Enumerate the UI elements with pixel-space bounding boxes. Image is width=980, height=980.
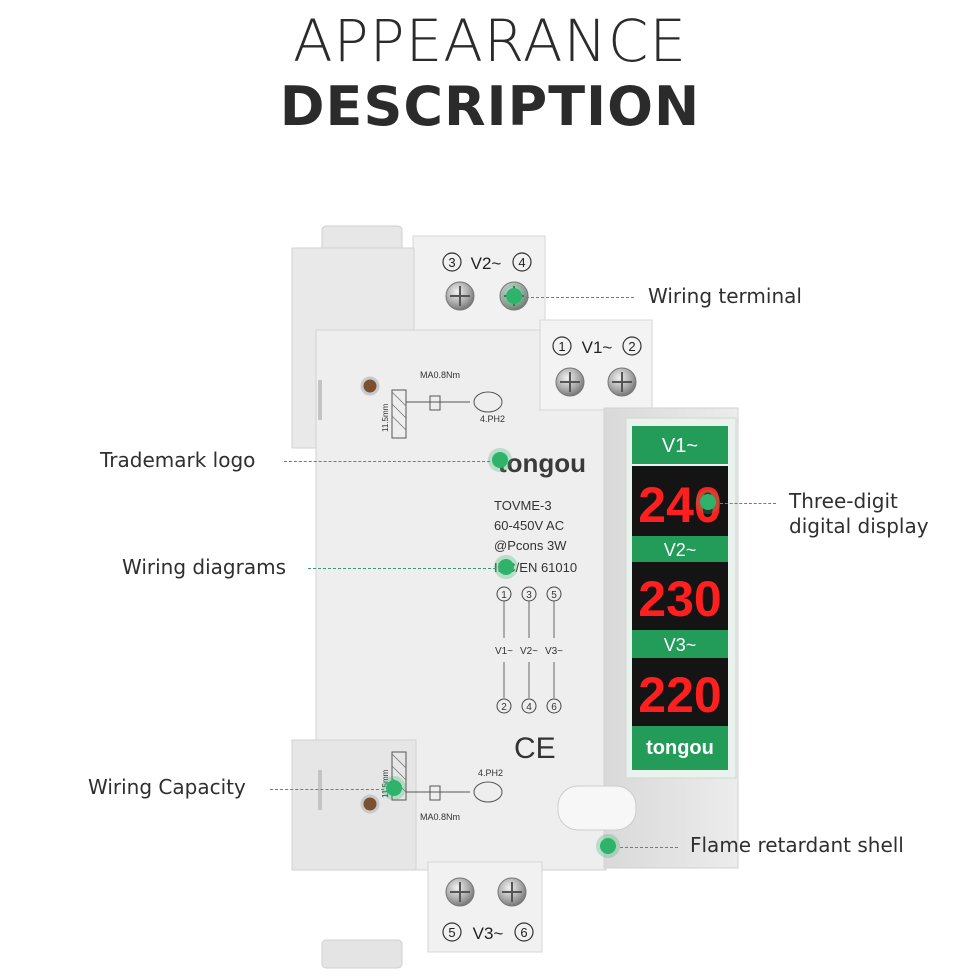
screwdriver-label-top: 4.PH2 xyxy=(480,414,505,424)
svg-text:4: 4 xyxy=(526,702,532,713)
terminal-3-number: 3 xyxy=(448,255,455,270)
callout-wiring-diagrams: Wiring diagrams xyxy=(122,555,286,579)
power-consumption: @Pcons 3W xyxy=(494,538,567,553)
terminal-v1-label: V1~ xyxy=(582,338,613,357)
channel-v2-label: V2~ xyxy=(664,540,697,560)
torque-label-bottom: MA0.8Nm xyxy=(420,812,460,822)
wiring-diagrams-marker xyxy=(498,559,514,575)
digital-display-marker xyxy=(700,494,716,510)
terminal-5-number: 5 xyxy=(448,925,455,940)
callout-wiring-capacity: Wiring Capacity xyxy=(88,775,246,799)
trademark-logo-marker xyxy=(492,452,508,468)
terminal-v2-label: V2~ xyxy=(471,254,502,273)
display-brand-logo: tongou xyxy=(646,737,714,759)
heading-appearance: APPEARANCE xyxy=(292,7,688,75)
wiring-capacity-marker xyxy=(386,780,402,796)
voltage-range: 60-450V AC xyxy=(494,518,564,533)
svg-text:5: 5 xyxy=(551,590,557,601)
svg-text:V2~: V2~ xyxy=(520,646,538,657)
trademark-logo-leader xyxy=(284,461,490,462)
channel-v3-reading: 220 xyxy=(638,667,721,723)
standard-rating: IEC/EN 61010 xyxy=(494,560,577,575)
flame-shell-marker xyxy=(600,838,616,854)
torque-label-top: MA0.8Nm xyxy=(420,370,460,380)
terminal-4-number: 4 xyxy=(518,255,525,270)
wiring-terminal-leader xyxy=(526,297,634,298)
svg-text:1: 1 xyxy=(501,590,507,601)
wiring-diagram: 1 3 5 V1~ V2~ V3~ 2 4 6 xyxy=(495,586,563,714)
channel-v1-label: V1~ xyxy=(662,435,698,457)
screwdriver-label-bottom: 4.PH2 xyxy=(478,768,503,778)
digital-display-leader xyxy=(720,503,776,504)
terminal-2-number: 2 xyxy=(628,339,635,354)
svg-text:2: 2 xyxy=(501,702,507,713)
display-panel: V1~ 240 V2~ 230 V3~ 220 tongou xyxy=(625,417,737,779)
flame-shell-leader xyxy=(620,847,678,848)
wiring-terminal-marker xyxy=(506,288,522,304)
strip-length-label-top: 11.5mm xyxy=(381,403,390,432)
callout-trademark-logo: Trademark logo xyxy=(100,448,256,472)
wiring-diagrams-leader xyxy=(308,568,496,569)
callout-flame-shell: Flame retardant shell xyxy=(690,833,904,857)
svg-text:V1~: V1~ xyxy=(495,646,513,657)
callout-wiring-terminal: Wiring terminal xyxy=(648,284,802,308)
channel-v2-reading: 230 xyxy=(638,571,721,627)
channel-v3-label: V3~ xyxy=(664,635,697,655)
terminal-v3-label: V3~ xyxy=(473,924,504,943)
heading-description: DESCRIPTION xyxy=(279,75,701,138)
callout-display-line1: Three-digit xyxy=(789,489,898,513)
wiring-capacity-diagram-top: MA0.8Nm 4.PH2 11.5mm xyxy=(381,370,505,439)
wiring-capacity-leader xyxy=(270,789,384,790)
svg-text:6: 6 xyxy=(551,702,557,713)
strip-length-label-bottom: 11.5mm xyxy=(381,769,390,798)
terminal-6-number: 6 xyxy=(520,925,527,940)
callout-display-line2: digital display xyxy=(789,514,929,538)
model-number: TOVME-3 xyxy=(494,498,552,513)
brand-logo-front: tongou xyxy=(498,448,586,478)
terminal-1-number: 1 xyxy=(558,339,565,354)
svg-text:3: 3 xyxy=(526,590,532,601)
svg-text:V3~: V3~ xyxy=(545,646,563,657)
ce-mark: CE xyxy=(514,732,556,765)
